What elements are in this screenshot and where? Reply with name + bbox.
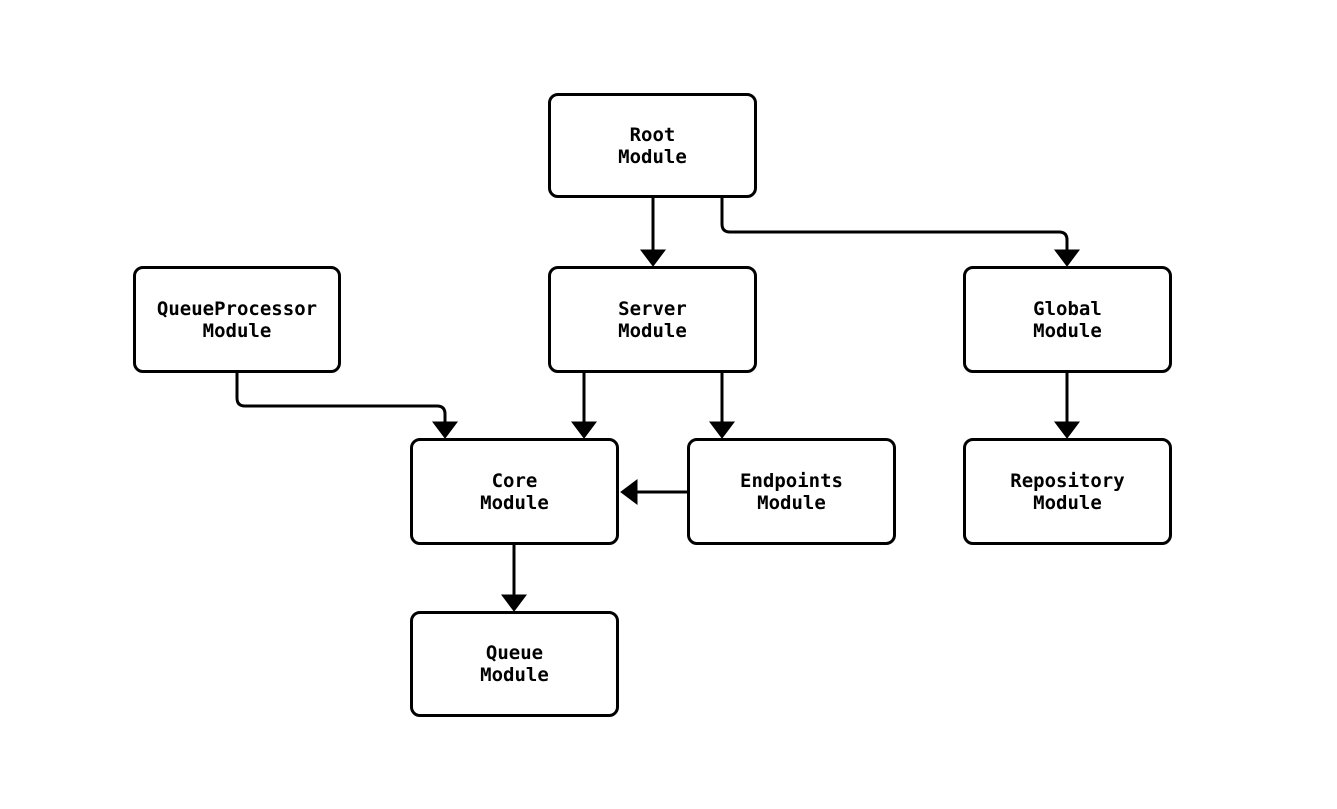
node-server-module: Server Module [548, 266, 757, 373]
node-core-module: Core Module [410, 438, 619, 545]
edge-root-to-server [640, 198, 666, 267]
node-label: Server Module [618, 297, 687, 342]
edge-root-to-global [720, 198, 1080, 267]
node-queue-module: Queue Module [410, 611, 619, 717]
node-label: Core Module [480, 469, 549, 514]
arrowhead-down-icon [1054, 249, 1080, 267]
arrowhead-down-icon [640, 249, 666, 267]
node-root-module: Root Module [548, 93, 757, 198]
arrowhead-down-icon [501, 594, 527, 612]
edge-server-to-core [571, 373, 597, 439]
arrowhead-down-icon [709, 421, 735, 439]
arrowhead-down-icon [1054, 421, 1080, 439]
edge-server-to-endpoints [709, 373, 735, 439]
node-endpoints-module: Endpoints Module [687, 438, 896, 545]
node-label: Queue Module [480, 642, 549, 686]
node-global-module: Global Module [963, 266, 1172, 373]
edge-global-to-repository [1054, 373, 1080, 439]
arrowhead-down-icon [432, 421, 458, 439]
edge-endpoints-to-core [620, 479, 687, 505]
arrowhead-left-icon [620, 479, 638, 505]
node-label: Root Module [618, 123, 687, 168]
node-label: Global Module [1033, 297, 1102, 342]
edge-core-to-queue [501, 545, 527, 612]
edge-queueprocessor-to-core [235, 373, 458, 439]
node-queueprocessor-module: QueueProcessor Module [133, 266, 341, 373]
node-label: Repository Module [1010, 469, 1125, 514]
node-label: Endpoints Module [740, 469, 843, 514]
arrowhead-down-icon [571, 421, 597, 439]
node-label: QueueProcessor Module [156, 297, 318, 342]
node-repository-module: Repository Module [963, 438, 1172, 545]
